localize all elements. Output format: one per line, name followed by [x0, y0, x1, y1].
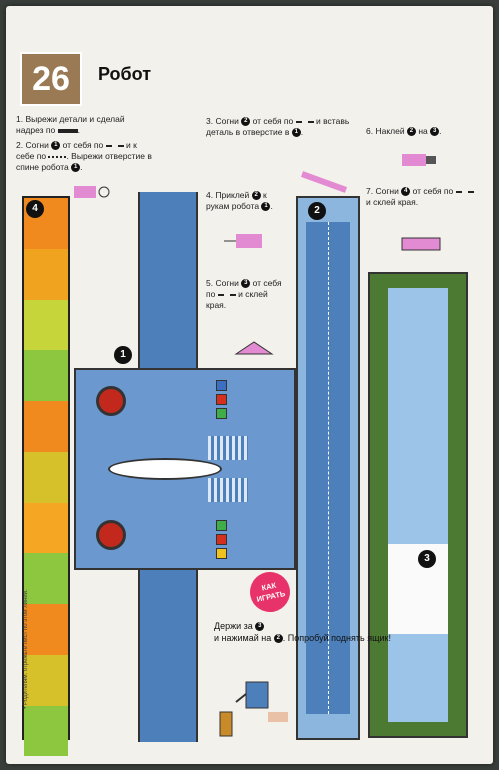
how-to-play-text: Держи за 3 и нажимай на 2. Попробуй подн…	[214, 621, 391, 644]
box-fold-icon	[401, 237, 441, 251]
robot-eye-bottom-icon	[96, 520, 126, 550]
fold-toward-line-icon	[48, 155, 67, 158]
part-2-strip	[296, 196, 360, 740]
stick-parts-icon	[402, 154, 436, 166]
parents-note: • Родителям: отрежьте лист по этой линии…	[22, 589, 29, 709]
robot-slot	[108, 458, 222, 480]
fold-box-icon	[234, 341, 274, 355]
worksheet-page: 26 Робот 1. Вырежи детали и сделай надре…	[6, 6, 493, 764]
fold-strip-icon	[300, 171, 348, 193]
glue-arms-icon	[224, 234, 262, 248]
robot-play-illustration-icon	[219, 681, 288, 737]
part-4-label: 4	[26, 200, 44, 218]
part-2-label: 2	[308, 202, 326, 220]
part-1-label: 1	[114, 346, 132, 364]
part-3-box	[368, 272, 468, 738]
how-to-play-badge: КАК ИГРАТЬ	[246, 568, 294, 616]
fold-away-line-icon	[105, 144, 124, 147]
page-title: Робот	[98, 64, 152, 84]
cut-line-icon	[57, 128, 78, 133]
cut-hand-icon	[74, 186, 110, 198]
robot-grill-icon	[208, 436, 248, 460]
step-7: 7. Согни 4 от себя по и склей края.	[366, 186, 476, 208]
part-4-strip	[22, 196, 70, 757]
step-4: 4. Приклей 2 к рукам робота 1.	[206, 190, 273, 212]
part-1-icon: 1	[51, 141, 61, 151]
step-2: 2. Согни 1 от себя по и к себе по . Выре…	[16, 140, 152, 173]
robot-eye-top-icon	[96, 386, 126, 416]
step-1: 1. Вырежи детали и сделай надрез по .	[16, 114, 125, 135]
page-number: 26	[20, 52, 82, 106]
part-3-label: 3	[418, 550, 436, 568]
step-6: 6. Наклей 2 на 3.	[366, 126, 442, 137]
step-3: 3. Согни 2 от себя по и вставь деталь в …	[206, 116, 350, 138]
step-5: 5. Согни 3 от себя по и склей края.	[206, 278, 282, 310]
